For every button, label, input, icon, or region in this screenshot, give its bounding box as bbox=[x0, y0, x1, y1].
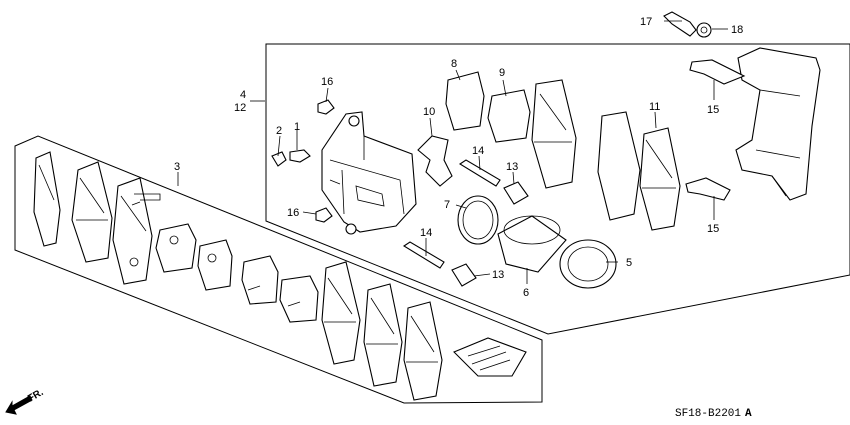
callout-13-lower: 13 bbox=[492, 269, 504, 281]
shim-1 bbox=[155, 223, 197, 273]
callout-12: 12 bbox=[234, 102, 246, 114]
callout-11: 11 bbox=[649, 101, 660, 113]
diagram-code-suffix: A bbox=[745, 408, 752, 420]
leader-lines bbox=[177, 20, 728, 284]
diagram-code: SF18-B2201 bbox=[675, 408, 741, 420]
callout-7: 7 bbox=[444, 199, 450, 211]
bracket-bolt bbox=[663, 11, 697, 37]
callout-3: 3 bbox=[174, 161, 180, 173]
callout-15-upper: 15 bbox=[707, 104, 719, 116]
pad-set-frame bbox=[14, 135, 543, 404]
bleeder-screw-group bbox=[271, 149, 311, 167]
callout-16-upper: 16 bbox=[321, 76, 333, 88]
shim-8 bbox=[445, 71, 485, 131]
pad-set-group bbox=[33, 151, 527, 401]
inner-pad-11-shim bbox=[639, 127, 681, 231]
caliper-body bbox=[321, 111, 417, 235]
pin-boot-upper bbox=[503, 181, 529, 205]
pad-inner-2 bbox=[363, 283, 403, 387]
bleeder-screw bbox=[289, 149, 311, 163]
caliper-bolt-lower bbox=[315, 207, 333, 223]
callout-8: 8 bbox=[451, 58, 457, 70]
callout-9: 9 bbox=[499, 67, 505, 79]
pad-outer-1 bbox=[33, 151, 61, 247]
callout-13-upper: 13 bbox=[506, 161, 518, 173]
callout-10: 10 bbox=[423, 106, 435, 118]
pad-retainer-upper bbox=[689, 59, 746, 85]
caliper-body-outline bbox=[321, 111, 417, 233]
callout-16-lower: 16 bbox=[287, 207, 299, 219]
pad-2 bbox=[71, 161, 113, 263]
callout-1: 1 bbox=[294, 121, 300, 133]
callout-6: 6 bbox=[523, 287, 529, 299]
guide-pin-lower bbox=[402, 241, 445, 269]
caliper-bracket bbox=[735, 47, 821, 201]
callouts: 1 2 3 4 12 5 6 7 8 9 10 11 13 13 14 14 1… bbox=[174, 16, 743, 299]
guide-pin-upper bbox=[458, 159, 501, 187]
callout-2: 2 bbox=[276, 125, 282, 137]
caliper-bolt-upper bbox=[317, 99, 335, 115]
inner-pad-11 bbox=[597, 111, 641, 221]
pin-boot-lower bbox=[451, 263, 477, 287]
shim-3 bbox=[241, 255, 279, 305]
callout-15-lower: 15 bbox=[707, 223, 719, 235]
outer-pad-top bbox=[531, 79, 577, 189]
pad-3-clip bbox=[134, 193, 161, 201]
front-arrow-icon bbox=[5, 395, 33, 415]
callout-18: 18 bbox=[731, 24, 743, 36]
bracket-washer bbox=[696, 22, 712, 38]
front-direction-indicator: FR. bbox=[5, 387, 46, 415]
callout-5: 5 bbox=[626, 257, 632, 269]
bleeder-cap bbox=[271, 151, 287, 167]
callout-14-lower: 14 bbox=[420, 227, 432, 239]
pad-3 bbox=[112, 177, 153, 285]
pad-retainer-lower bbox=[685, 177, 731, 201]
pad-inner-1 bbox=[321, 261, 361, 365]
piston-seal bbox=[457, 195, 499, 245]
callout-17: 17 bbox=[640, 16, 652, 28]
shim-4 bbox=[279, 275, 319, 323]
shim-9 bbox=[487, 89, 531, 143]
caliper-assembly-frame bbox=[265, 43, 850, 335]
shim-2 bbox=[197, 239, 233, 291]
pad-inner-3 bbox=[403, 301, 443, 401]
front-label: FR. bbox=[26, 387, 46, 405]
grease-packet bbox=[453, 337, 527, 377]
callout-4: 4 bbox=[240, 89, 246, 101]
anti-rattle-spring bbox=[417, 135, 453, 187]
callout-14-upper: 14 bbox=[472, 145, 484, 157]
